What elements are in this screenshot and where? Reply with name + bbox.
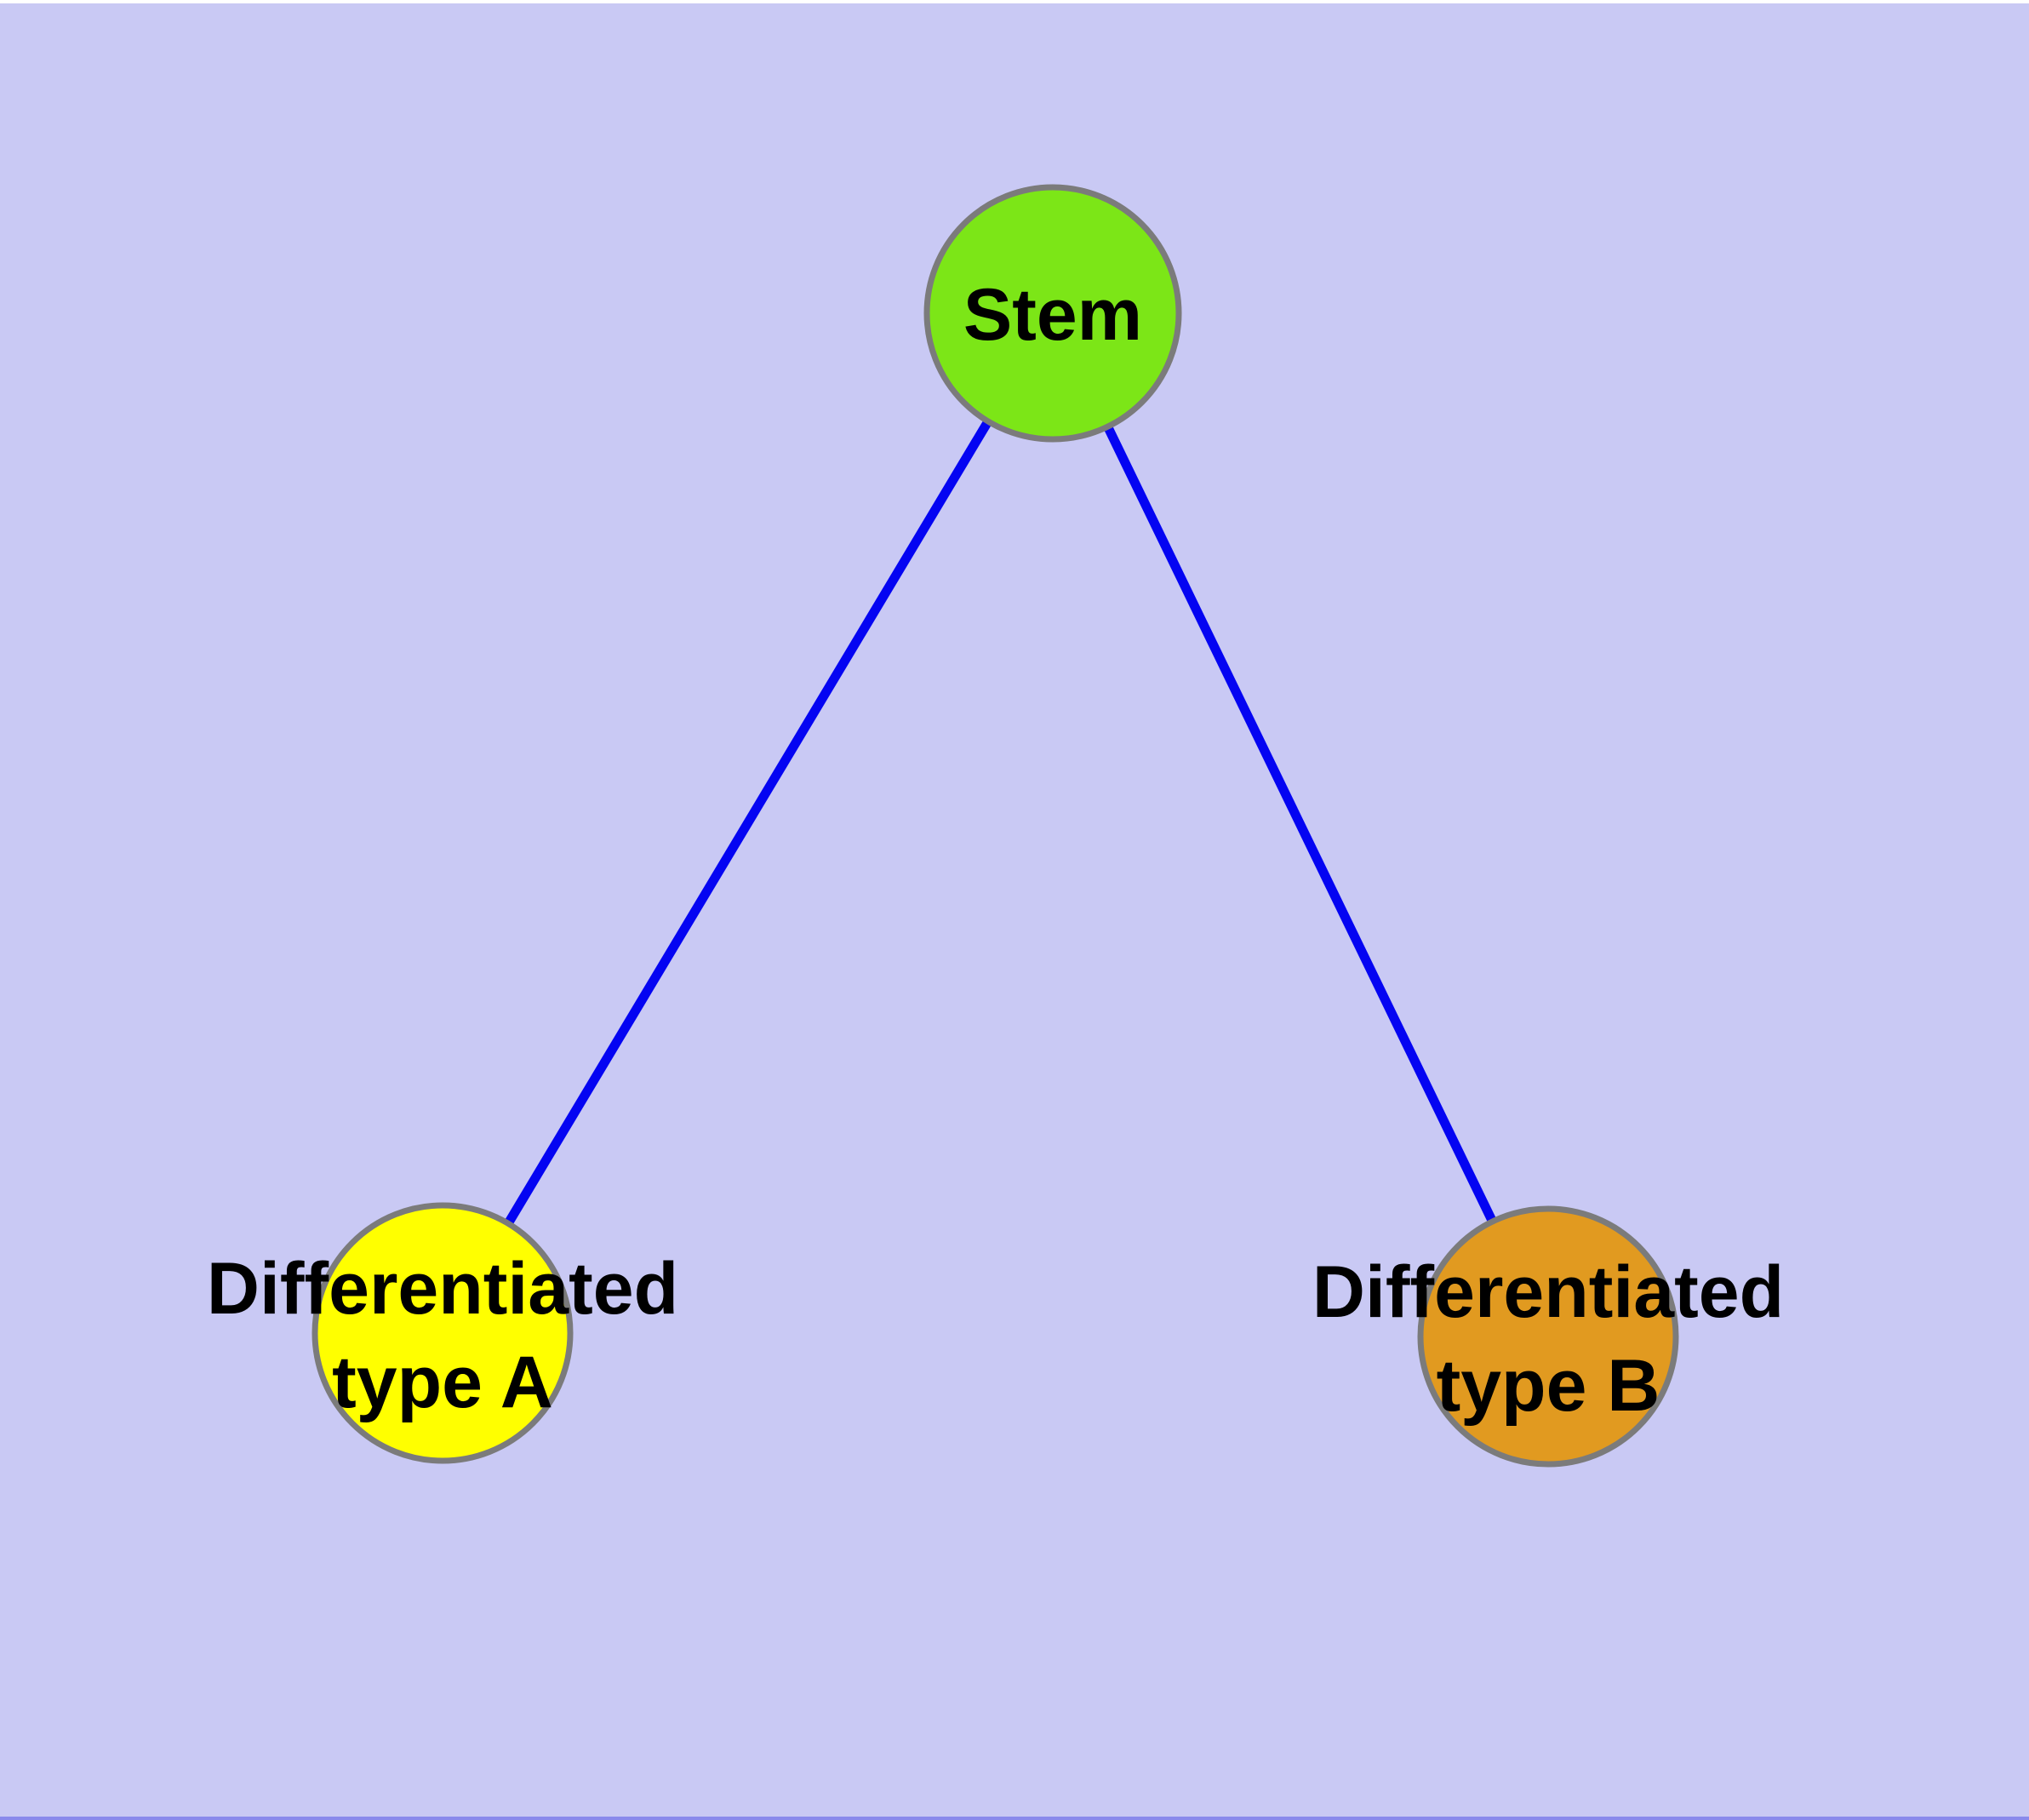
- node-typeB-label-line1: Differentiated: [1312, 1251, 1784, 1333]
- node-differentiated-type-b: [1417, 1205, 1679, 1468]
- edge-stem-to-typeB: [1049, 311, 1552, 1339]
- node-typeA-label-line1: Differentiated: [207, 1248, 678, 1330]
- node-differentiated-type-a: [311, 1202, 574, 1464]
- canvas-top-strip: [0, 0, 2029, 3]
- node-stem: [923, 184, 1182, 443]
- node-stem-label: Stem: [963, 274, 1142, 356]
- edge-stem-to-typeA: [438, 311, 1057, 1336]
- node-typeA-label-line2: type A: [332, 1342, 553, 1423]
- canvas-bottom-strip: [0, 1817, 2029, 1820]
- node-typeB-label-line2: type B: [1437, 1345, 1660, 1427]
